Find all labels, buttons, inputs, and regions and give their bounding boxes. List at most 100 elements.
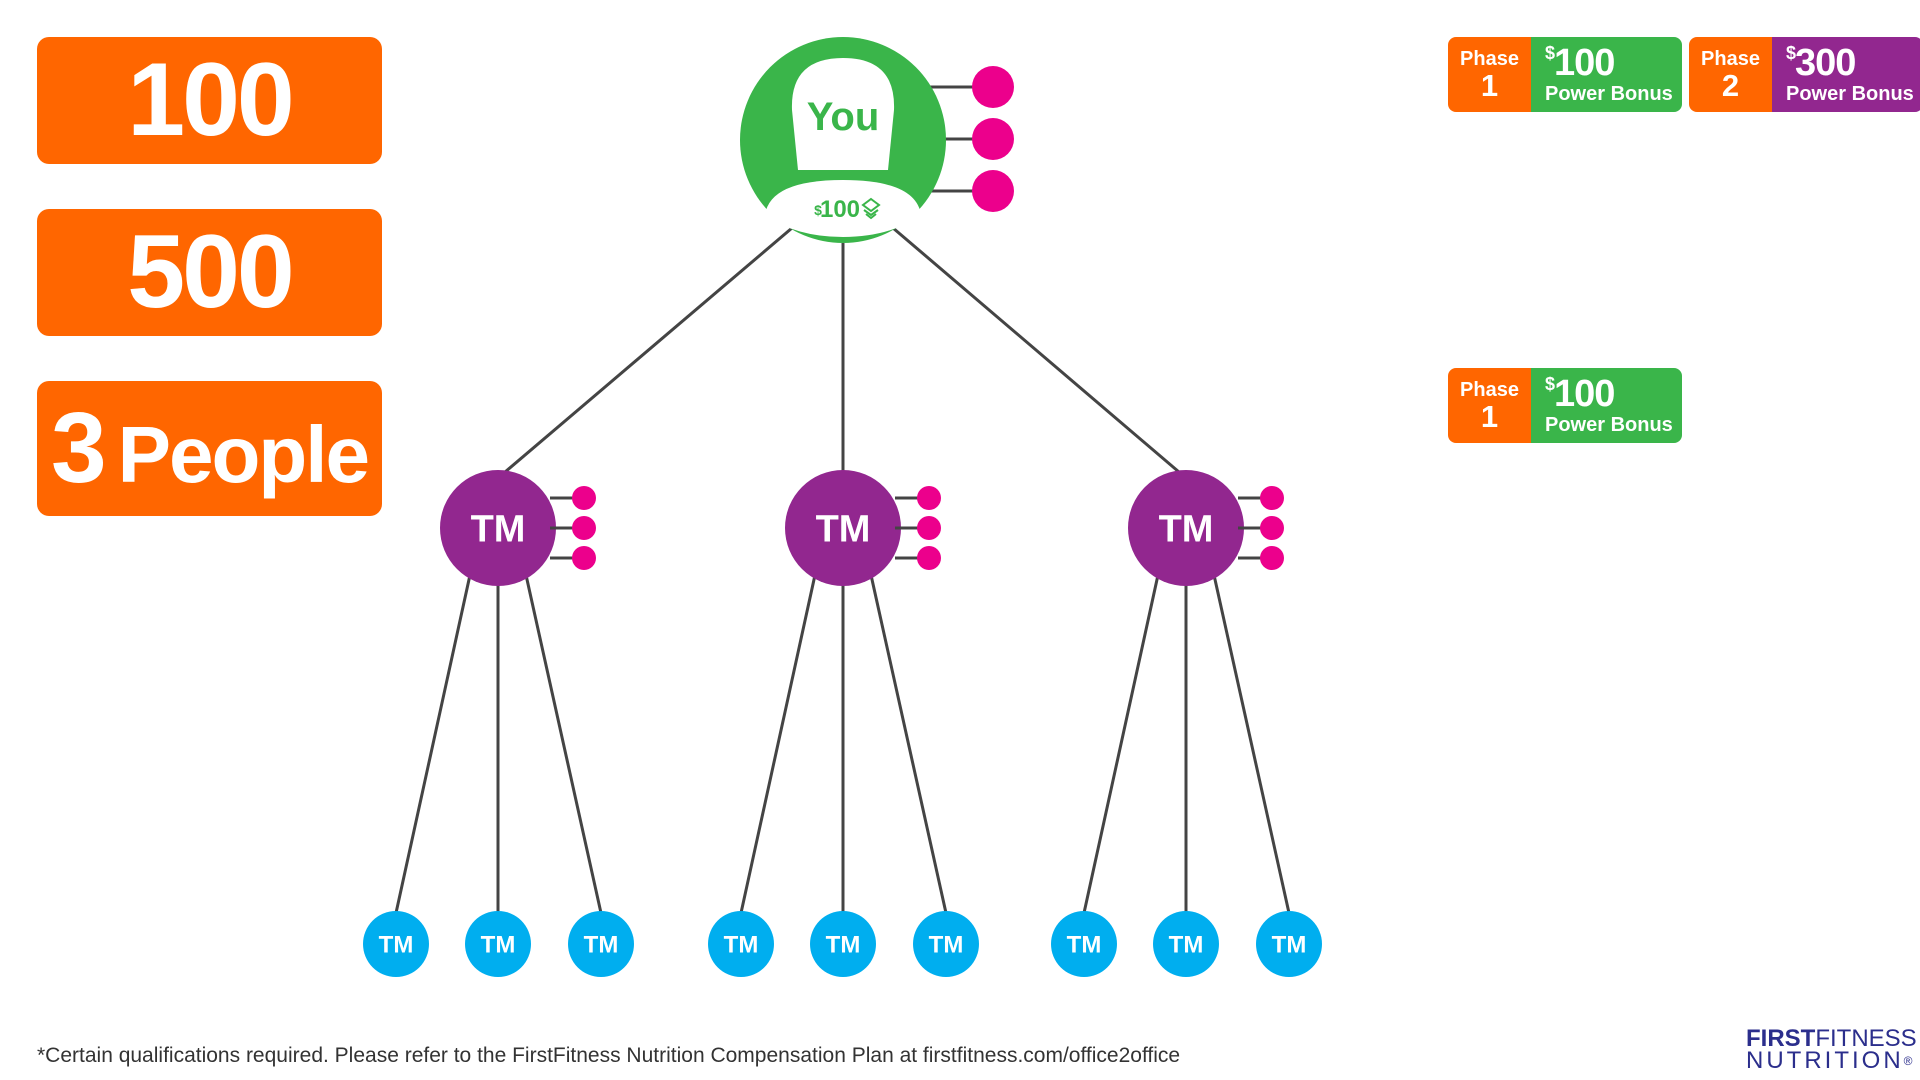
tm-to-leaf-line	[1082, 574, 1160, 914]
tm-node-circle	[913, 911, 979, 977]
open-slot-dot	[972, 66, 1014, 108]
tm-node-circle	[1051, 911, 1117, 977]
root-node-label: You	[807, 95, 880, 139]
open-slot-dot	[572, 516, 596, 540]
tm-node-circle	[708, 911, 774, 977]
tm-node-level-2: TM	[1051, 911, 1117, 977]
tm-node-circle	[1256, 911, 1322, 977]
stat-value: 500	[127, 214, 295, 330]
bonus-currency: $	[1786, 42, 1796, 63]
tm-node-label: TM	[816, 509, 871, 551]
tm-open-slots	[895, 486, 941, 570]
bonus-label: Power Bonus	[1786, 82, 1914, 105]
logo-nutrition: NUTRITION	[1746, 1047, 1904, 1074]
tm-node-label: TM	[724, 932, 759, 959]
open-slot-dot	[1260, 516, 1284, 540]
root-open-slots	[930, 66, 1014, 212]
phase-box: Phase 1	[1448, 37, 1531, 112]
tm-node-level-1: TM	[1128, 470, 1244, 586]
stat-value: 100	[127, 42, 295, 158]
tm-node-circle	[1128, 470, 1244, 586]
tm-to-leaf-line	[869, 574, 948, 914]
tm-node-label: TM	[584, 932, 619, 959]
bonus-currency: $	[1545, 42, 1555, 63]
open-slot-dot	[917, 546, 941, 570]
tm-open-slots	[1238, 486, 1284, 570]
tm-to-leaf-line	[739, 574, 817, 914]
tm-node-circle	[810, 911, 876, 977]
stat-panel-100: 100	[37, 37, 382, 164]
phase-number: 1	[1480, 398, 1499, 434]
person-shoulders-icon	[765, 180, 921, 237]
root-amount-currency: $	[814, 202, 822, 218]
logo-registered-mark: ®	[1903, 1054, 1916, 1068]
phase-word: Phase	[1460, 378, 1519, 401]
tm-node-level-1: TM	[785, 470, 901, 586]
tm-to-leaf-line	[1212, 574, 1291, 914]
phase-number: 1	[1480, 67, 1499, 103]
tm-node-level-1: TM	[440, 470, 556, 586]
bonus-box: $100 Power Bonus	[1531, 37, 1682, 112]
firstfitness-logo: FIRSTFITNESS NUTRITION®	[1746, 1025, 1917, 1074]
tm-node-label: TM	[826, 932, 861, 959]
bonus-amount: 300	[1795, 41, 1856, 84]
bonus-label: Power Bonus	[1545, 82, 1673, 105]
stat-panel-people: 3 People	[37, 381, 382, 516]
stat-people-word: People	[117, 409, 370, 499]
tm-node-circle	[568, 911, 634, 977]
leaf-emblem-icon	[861, 197, 881, 220]
phase-box: Phase 1	[1448, 368, 1531, 443]
footnote-text: *Certain qualifications required. Please…	[37, 1044, 1181, 1067]
bonus-amount: 100	[1554, 372, 1615, 415]
connector-lines	[394, 226, 1291, 914]
tm-node-label: TM	[1169, 932, 1204, 959]
tm-node-level-2: TM	[1256, 911, 1322, 977]
tm-node-circle	[465, 911, 531, 977]
tm-node-level-2: TM	[1153, 911, 1219, 977]
bonus-amount: 100	[1554, 41, 1615, 84]
tm-open-slots	[550, 486, 596, 570]
tm-node-label: TM	[929, 932, 964, 959]
open-slot-dot	[917, 516, 941, 540]
tm-node-level-2: TM	[465, 911, 531, 977]
tm-node-circle	[363, 911, 429, 977]
tm-node-level-2: TM	[708, 911, 774, 977]
phase-badge-2: Phase 2 $300 Power Bonus	[1689, 37, 1920, 112]
bonus-box: $100 Power Bonus	[1531, 368, 1682, 443]
open-slot-dot	[972, 118, 1014, 160]
tm-node-level-2: TM	[810, 911, 876, 977]
root-node-you: You $ 100	[740, 37, 946, 243]
tm-node-circle	[785, 470, 901, 586]
logo-first: FIRST	[1746, 1025, 1816, 1052]
tm-node-level-2: TM	[568, 911, 634, 977]
tm-to-leaf-line	[394, 574, 472, 914]
open-slot-dot	[917, 486, 941, 510]
tm-node-circle	[1153, 911, 1219, 977]
tm-node-label: TM	[471, 509, 526, 551]
root-to-tm-line	[497, 226, 793, 480]
phase-box: Phase 2	[1689, 37, 1772, 112]
person-silhouette-icon	[791, 58, 895, 170]
phase-number: 2	[1721, 67, 1740, 103]
tm-node-level-2: TM	[913, 911, 979, 977]
bonus-box: $300 Power Bonus	[1772, 37, 1920, 112]
tm-node-level-2: TM	[363, 911, 429, 977]
open-slot-dot	[972, 170, 1014, 212]
stat-panel-500: 500	[37, 209, 382, 336]
phase-word: Phase	[1701, 47, 1760, 70]
root-to-tm-line	[892, 226, 1187, 480]
phase-badge-3: Phase 1 $100 Power Bonus	[1448, 368, 1682, 443]
tm-node-label: TM	[1159, 509, 1214, 551]
tm-node-label: TM	[1272, 932, 1307, 959]
stat-people-number: 3	[51, 392, 107, 504]
bonus-label: Power Bonus	[1545, 413, 1673, 436]
open-slot-dot	[1260, 486, 1284, 510]
open-slot-dot	[572, 546, 596, 570]
open-slot-dot	[1260, 546, 1284, 570]
bonus-currency: $	[1545, 373, 1555, 394]
phase-badge-1: Phase 1 $100 Power Bonus	[1448, 37, 1682, 112]
tm-node-label: TM	[379, 932, 414, 959]
tm-node-label: TM	[1067, 932, 1102, 959]
logo-fitness: FITNESS	[1815, 1025, 1917, 1052]
